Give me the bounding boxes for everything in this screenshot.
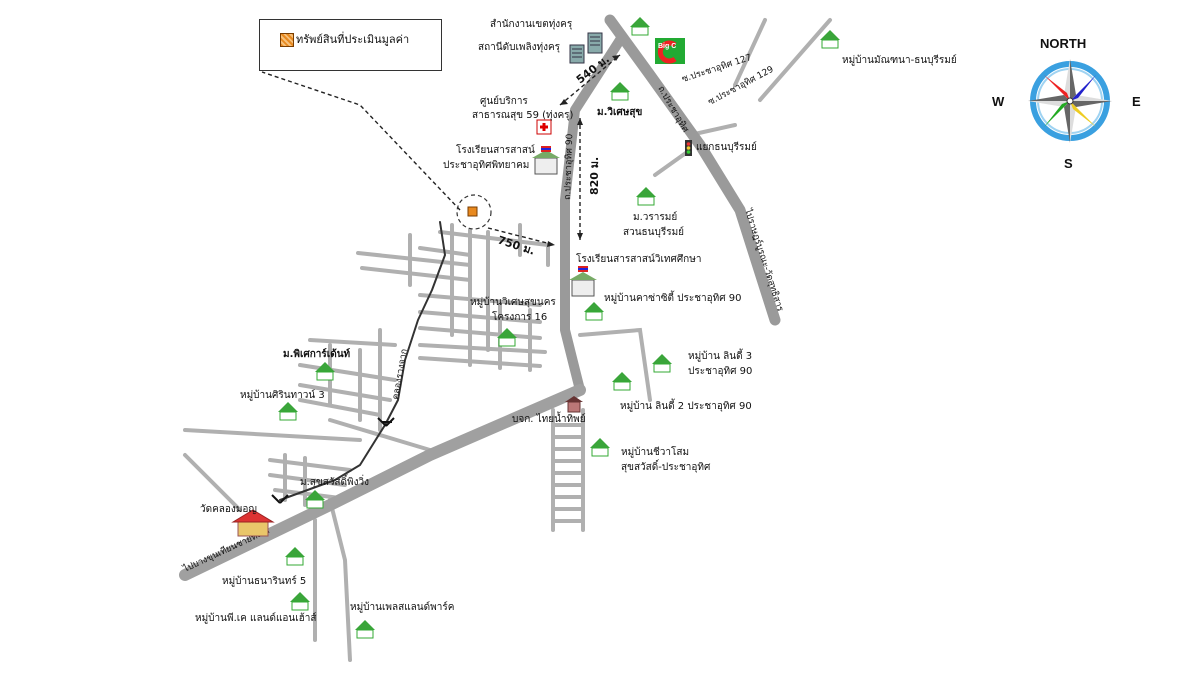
distance-label-750: 750 ม. (496, 233, 536, 257)
label-school-1a: โรงเรียนสารสาสน์ (456, 143, 535, 156)
big-c-label: Big C (658, 43, 676, 50)
label-chivasom-a: หมู่บ้านชีวาโสม (621, 445, 689, 458)
compass-west-label: W (992, 94, 1005, 109)
big-c-logo: Big C (655, 38, 685, 64)
road-label-pracha-uthit-90: ถ.ประชาอุทิศ 90 (562, 133, 575, 200)
distance-markers (261, 54, 621, 246)
label-suksawat: ม.สุขสวัสดิ์พิงวิ่ง (300, 474, 369, 488)
temple-icon (231, 509, 275, 537)
label-lindy3-a: หมู่บ้าน ลินดี้ 3 (688, 348, 752, 362)
label-varamai-b: สวนธนบุรีรมย์ (623, 226, 684, 238)
label-company: บจก. ไทยน้ำทิพย์ (512, 411, 586, 425)
bridge-icon (271, 417, 395, 504)
label-chivasom-b: สุขสวัสดิ์-ประชาอุทิศ (621, 459, 711, 473)
label-school-1b: ประชาอุทิศพิทยาคม (443, 160, 529, 171)
label-pikanet: ม.พิเศการ์เด้นท์ (283, 348, 351, 360)
label-pk-land: หมู่บ้านพี.เค แลนด์แอนเฮ้าส์ (195, 612, 316, 624)
label-wisetsuk-nakhon-a: หมู่บ้านวิเศษสุขนคร (470, 296, 556, 308)
compass-rose (1028, 59, 1112, 143)
road-label-pracha-uthit: ถ.ประชาอุทิศ (655, 84, 691, 135)
label-sirintown: หมู่บ้านศิรินทาวน์ 3 (240, 389, 325, 401)
label-thanarin: หมู่บ้านธนารินทร์ 5 (222, 575, 306, 587)
label-lindy3-b: ประชาอุทิศ 90 (688, 366, 752, 377)
compass-east-label: E (1132, 94, 1141, 109)
label-junction: แยกธนบุรีรมย์ (696, 141, 757, 153)
label-pleasant-park: หมู่บ้านเพลสแลนด์พาร์ค (350, 601, 454, 613)
compass-south-label: S (1064, 156, 1073, 171)
building-icon (569, 32, 603, 64)
label-district-office: สำนักงานเขตทุ่งครุ (490, 19, 573, 30)
subject-property-swatch (280, 33, 294, 47)
label-wisetsuk: ม.วิเศษสุข (597, 106, 642, 118)
school-icon (569, 266, 597, 297)
school-icon (532, 146, 560, 175)
legend-label: ทรัพย์สินที่ประเมินมูลค่า (296, 33, 410, 46)
map-legend: ทรัพย์สินที่ประเมินมูลค่า (259, 19, 442, 71)
label-casa-city: หมู่บ้านคาซ่าซิตี้ ประชาอุทิศ 90 (604, 290, 742, 304)
village-icons (278, 17, 840, 639)
main-roads (179, 14, 781, 581)
label-wisetsuk-nakhon-b: โครงการ 16 (492, 310, 547, 323)
label-varamai-a: ม.วรารมย์ (633, 211, 677, 223)
traffic-light-icon (685, 140, 692, 156)
subject-property-marker[interactable] (467, 206, 478, 217)
label-health-center-1: ศูนย์บริการ (480, 95, 528, 107)
label-wat-khlong: วัดคลองมอญ (200, 504, 257, 515)
label-health-center-2: สาธารณสุข 59 (ทุ่งครุ) (472, 110, 574, 121)
hospital-icon (536, 119, 552, 135)
label-sarasas-school: โรงเรียนสารสาสน์วิเทศศึกษา (576, 252, 701, 265)
label-lindy2: หมู่บ้าน ลินดี้ 2 ประชาอุทิศ 90 (620, 398, 752, 412)
minor-roads (183, 18, 832, 662)
label-fire-station: สถานีดับเพลิงทุ่งครุ (478, 41, 561, 53)
road-label-khlong: คลองรางจาก (391, 348, 410, 400)
compass-north-label: NORTH (1040, 36, 1086, 51)
company-icon (565, 396, 583, 413)
subject-circle (456, 194, 492, 230)
distance-label-820: 820 ม. (588, 157, 601, 195)
label-thanaburirom: หมู่บ้านมัณฑนา-ธนบุรีรมย์ (842, 54, 957, 66)
